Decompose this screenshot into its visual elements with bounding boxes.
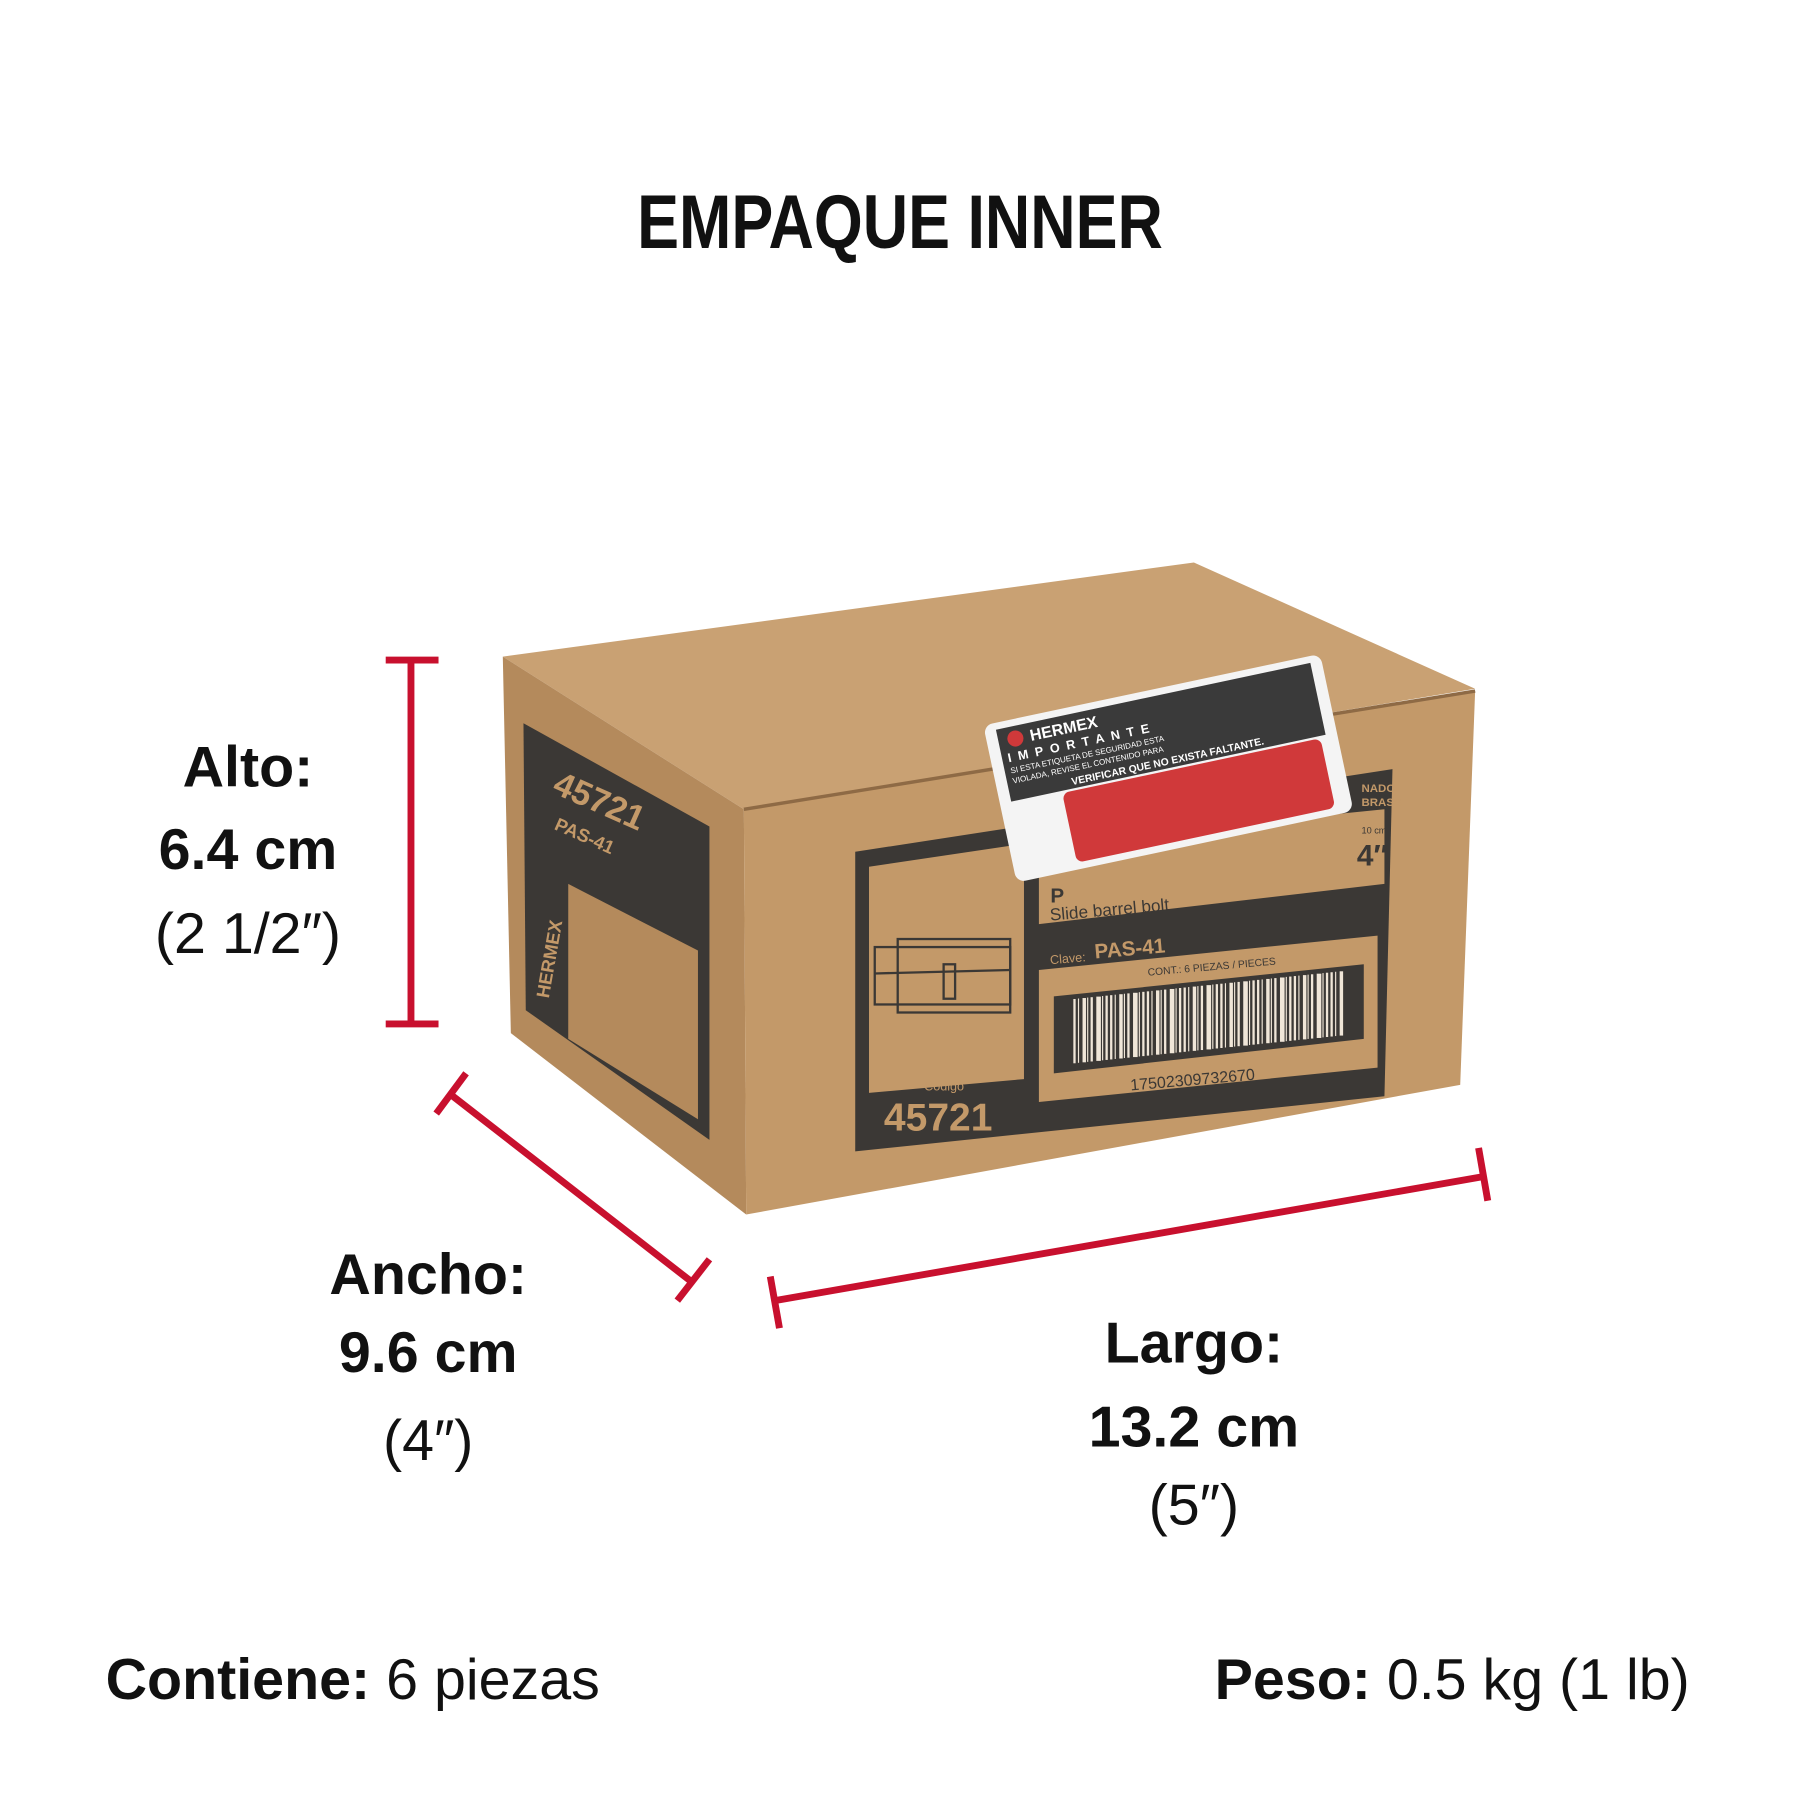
barcode-bar xyxy=(1169,988,1175,1054)
barcode-bar xyxy=(1248,980,1251,1046)
barcode-bar xyxy=(1266,978,1270,1044)
weight-info: Peso: 0.5 kg (1 lb) xyxy=(1215,1648,1690,1712)
barcode-bar xyxy=(1243,981,1248,1046)
alto-label: Alto: 6.4 cm (2 1/2″) xyxy=(155,735,341,965)
barcode-bar xyxy=(1197,986,1199,1051)
barcode-bar xyxy=(1138,992,1140,1057)
barcode-bar xyxy=(1322,973,1324,1038)
ancho-imperial: (4″) xyxy=(383,1409,473,1473)
codigo-label: Código xyxy=(924,1080,964,1094)
finish-text-1: NADO xyxy=(1361,783,1395,795)
barcode-bar xyxy=(1270,978,1272,1043)
largo-metric: 13.2 cm xyxy=(1089,1395,1300,1459)
clave-label: Clave: xyxy=(1049,950,1086,967)
height-dimension-line xyxy=(385,656,439,1028)
weight-value: 0.5 kg (1 lb) xyxy=(1387,1648,1690,1712)
product-image-panel xyxy=(869,843,1024,1093)
barcode-bar xyxy=(1123,993,1125,1059)
barcode-bar xyxy=(1164,989,1167,1054)
width-dimension-line xyxy=(433,1071,713,1303)
barcode-bar xyxy=(1090,997,1093,1062)
barcode-bar xyxy=(1102,996,1104,1061)
barcode-bar xyxy=(1285,976,1287,1042)
barcode-bar xyxy=(1215,984,1218,1049)
barcode-bar xyxy=(1274,978,1277,1043)
barcode-bar xyxy=(1146,991,1150,1056)
barcode-bar xyxy=(1206,985,1212,1050)
barcode-bar xyxy=(1175,988,1177,1053)
finish-text-2: BRASS xyxy=(1361,797,1401,809)
hermex-logo-icon xyxy=(1007,730,1024,747)
barcode-bar xyxy=(1212,984,1214,1049)
barcode-bar xyxy=(1183,987,1186,1052)
barcode-bar xyxy=(1110,995,1113,1060)
barcode-bar xyxy=(1077,998,1080,1063)
barcode-bar xyxy=(1192,986,1197,1051)
barcode-bar xyxy=(1279,977,1285,1042)
ancho-title: Ancho: xyxy=(329,1243,527,1307)
contains-label: Contiene: xyxy=(106,1648,371,1712)
barcode-bar xyxy=(1133,992,1138,1058)
barcode-bar xyxy=(1188,987,1190,1052)
barcode-bar xyxy=(1307,974,1309,1039)
barcode-bar xyxy=(1119,994,1123,1059)
barcode-bar xyxy=(1224,983,1227,1048)
barcode-bar xyxy=(1325,972,1329,1038)
contents-info: Contiene: 6 piezas xyxy=(106,1648,600,1712)
largo-imperial: (5″) xyxy=(1149,1473,1239,1537)
largo-label: Largo: 13.2 cm (5″) xyxy=(1089,1312,1300,1538)
barcode-bar xyxy=(1293,976,1297,1041)
barcode-bar xyxy=(1237,981,1240,1047)
ancho-metric: 9.6 cm xyxy=(339,1321,518,1385)
barcode-bar xyxy=(1142,991,1145,1057)
alto-metric: 6.4 cm xyxy=(159,818,338,882)
seal-red-area xyxy=(1063,739,1334,862)
barcode-bar xyxy=(1252,980,1255,1045)
barcode-bar xyxy=(1298,975,1300,1040)
barcode-bar xyxy=(1229,982,1233,1048)
ancho-label: Ancho: 9.6 cm (4″) xyxy=(329,1243,527,1473)
barcode-bar xyxy=(1105,995,1108,1060)
barcode-bar xyxy=(1261,979,1263,1044)
box-top-face xyxy=(502,562,1476,810)
barrel-bolt-drawing-icon xyxy=(873,937,1012,1014)
alto-imperial: (2 1/2″) xyxy=(155,902,341,966)
barcode-bar xyxy=(1160,989,1162,1055)
barcode-bar xyxy=(1073,998,1076,1064)
contains-value: 6 piezas xyxy=(386,1648,600,1712)
barcode-bar xyxy=(1082,998,1086,1063)
barcode-bar xyxy=(1339,971,1344,1036)
largo-title: Largo: xyxy=(1105,1312,1283,1376)
barcode-bar xyxy=(1257,979,1260,1045)
barcode-bar xyxy=(1310,974,1314,1039)
barcode-bar xyxy=(1127,993,1130,1058)
size-cm: 10 cm xyxy=(1361,825,1386,835)
weight-label: Peso: xyxy=(1215,1648,1371,1712)
barcode-bar xyxy=(1200,985,1204,1051)
barcode-bar xyxy=(1155,990,1160,1055)
barcode-bar xyxy=(1096,996,1101,1061)
barcode-bar xyxy=(1114,994,1116,1059)
barcode-bar xyxy=(1316,973,1322,1038)
barcode-bar xyxy=(1330,972,1333,1037)
security-seal: HERMEX IMPORTANTE SI ESTA ETIQUETA DE SE… xyxy=(984,655,1352,881)
barcode-bar xyxy=(1335,971,1337,1037)
barcode-bar xyxy=(1178,988,1182,1053)
barcode xyxy=(1073,971,1344,1064)
length-dimension-line xyxy=(766,1147,1492,1329)
box-illustration: 45721 PAS-41 HERMEX Slide barrel bolt P … xyxy=(502,562,1476,1215)
product-name-initial: P xyxy=(1050,884,1064,907)
alto-title: Alto: xyxy=(183,735,314,799)
barcode-bar xyxy=(1151,990,1153,1056)
barcode-bar xyxy=(1234,982,1236,1047)
barcode-bar xyxy=(1087,997,1089,1062)
barcode-bar xyxy=(1220,983,1223,1048)
barcode-bar xyxy=(1289,976,1292,1041)
barcode-bar xyxy=(1302,975,1307,1040)
size-in: 4″ xyxy=(1357,840,1388,873)
page-title: EMPAQUE INNER xyxy=(637,180,1163,265)
codigo-value: 45721 xyxy=(884,1097,993,1140)
